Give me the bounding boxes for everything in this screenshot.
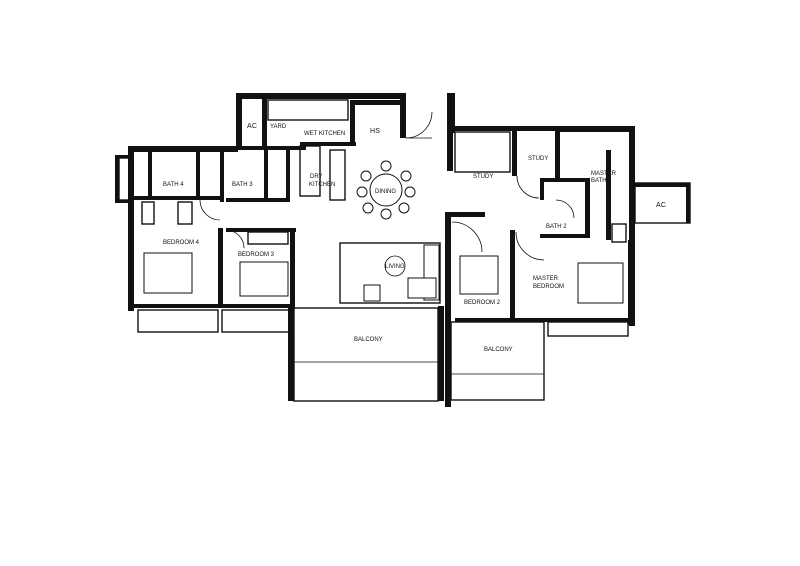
label-hs: HS [370, 128, 380, 135]
label-ac-right: AC [656, 202, 666, 209]
label-master-bath-2: BATH [591, 178, 607, 184]
label-dry-kitchen-2: KITCHEN [309, 182, 335, 188]
label-master-bedroom-1: MASTER [533, 276, 559, 282]
label-dry-kitchen-1: DRY [310, 174, 323, 180]
label-yard: YARD [270, 124, 287, 130]
label-wet-kitchen: WET KITCHEN [304, 131, 345, 137]
label-bath-3: BATH 3 [232, 182, 253, 188]
detail-lines [118, 99, 691, 402]
label-master-bedroom-2: BEDROOM [533, 284, 564, 290]
label-study-left: STUDY [473, 174, 493, 180]
label-study-right: STUDY [528, 156, 548, 162]
label-dining: DINING [375, 189, 396, 195]
label-balcony-left: BALCONY [354, 337, 383, 343]
label-ac-left: AC [247, 123, 257, 130]
room-labels: AC YARD WET KITCHEN HS DRY KITCHEN BATH … [163, 123, 666, 353]
label-balcony-right: BALCONY [484, 347, 513, 353]
walls [115, 93, 635, 407]
label-living: LIVING [385, 264, 405, 270]
label-bedroom-3: BEDROOM 3 [238, 252, 275, 258]
label-bedroom-4: BEDROOM 4 [163, 240, 200, 246]
label-bath-4: BATH 4 [163, 182, 184, 188]
label-master-bath-1: MASTER [591, 171, 617, 177]
label-bedroom-2: BEDROOM 2 [464, 300, 501, 306]
label-bath-2: BATH 2 [546, 224, 567, 230]
